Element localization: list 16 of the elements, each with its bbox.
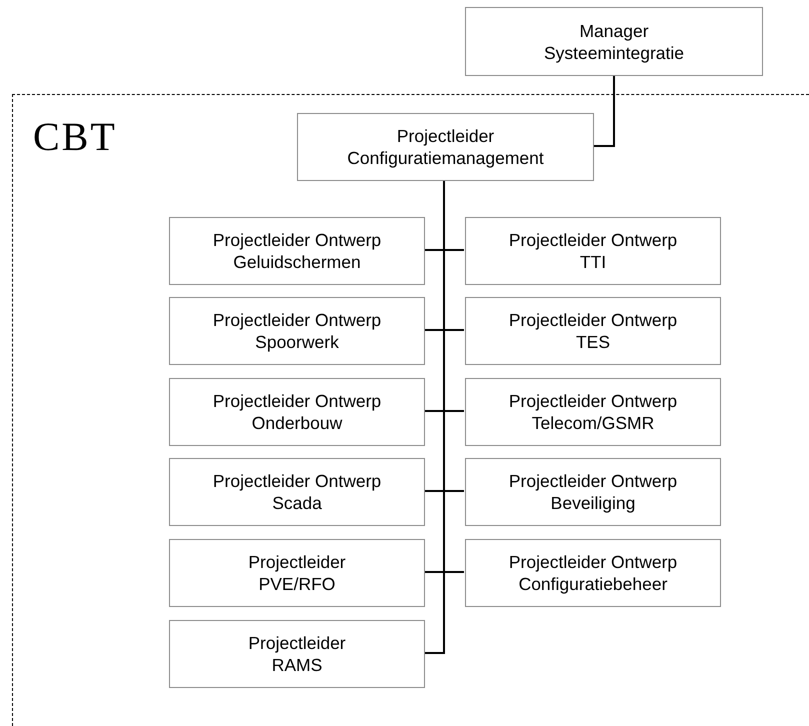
role-box: Projectleider Ontwerp Configuratiebeheer: [465, 539, 721, 607]
role-box: Projectleider PVE/RFO: [169, 539, 425, 607]
role-box: Manager Systeemintegratie: [465, 7, 763, 76]
role-box: Projectleider Ontwerp Telecom/GSMR: [465, 378, 721, 446]
role-box: Projectleider Ontwerp Geluidschermen: [169, 217, 425, 285]
group-title: CBT: [33, 113, 117, 160]
role-box: Projectleider Ontwerp Scada: [169, 458, 425, 526]
dashed-group-boundary: [12, 94, 809, 726]
role-box: Projectleider Ontwerp Onderbouw: [169, 378, 425, 446]
role-box: Projectleider Configuratiemanagement: [297, 113, 594, 181]
connector-line: [593, 76, 615, 147]
role-box: Projectleider Ontwerp TES: [465, 297, 721, 365]
role-box: Projectleider Ontwerp Spoorwerk: [169, 297, 425, 365]
role-box: Projectleider RAMS: [169, 620, 425, 688]
role-box: Projectleider Ontwerp Beveiliging: [465, 458, 721, 526]
role-box: Projectleider Ontwerp TTI: [465, 217, 721, 285]
